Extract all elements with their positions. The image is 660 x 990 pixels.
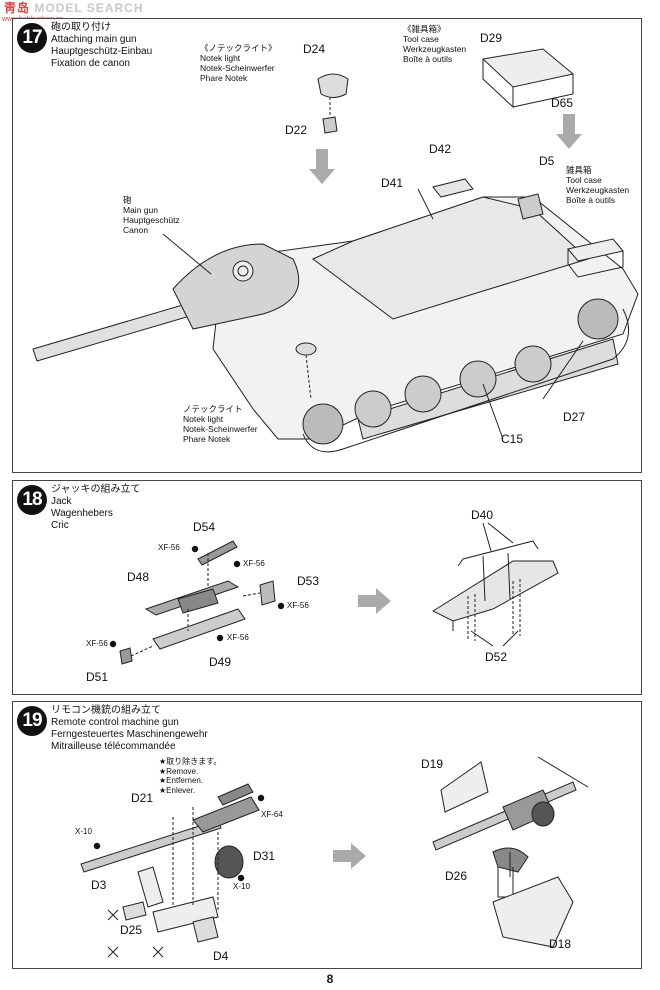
main-gun-label: 砲 Main gun Hauptgeschütz Canon (123, 195, 180, 235)
step-17-title-fr: Fixation de canon (51, 58, 130, 69)
paint-x10-2: X-10 (233, 882, 250, 891)
part-d18: D18 (549, 937, 572, 951)
tool-case-right-label: 雑具箱 Tool case Werkzeugkasten Boîte à out… (566, 165, 630, 205)
part-d65: D65 (551, 96, 574, 110)
part-d41: D41 (381, 176, 404, 190)
part-d54: D54 (193, 520, 216, 534)
paint-xf56-4: XF-56 (227, 633, 249, 642)
part-d31: D31 (253, 849, 276, 863)
part-d51: D51 (86, 670, 109, 684)
watermark-brand-cn: 靑岛 (4, 1, 31, 15)
part-d3: D3 (91, 878, 107, 892)
paint-xf56-3: XF-56 (287, 601, 309, 610)
part-d21: D21 (131, 791, 154, 805)
paint-xf56-1: XF-56 (158, 543, 180, 552)
part-d22: D22 (285, 123, 308, 137)
part-d19: D19 (421, 757, 444, 771)
part-d5: D5 (539, 154, 555, 168)
part-d52: D52 (485, 650, 508, 664)
step-17-title-de: Hauptgeschütz-Einbau (51, 46, 153, 57)
step-19-panel: 19 リモコン機銃の組み立て Remote control machine gu… (12, 701, 642, 969)
part-d24: D24 (303, 42, 326, 56)
step-17-title-en: Attaching main gun (51, 34, 137, 45)
step-19-titles: リモコン機銃の組み立て Remote control machine gun F… (51, 705, 208, 752)
remove-notes: ★取り除きます。 ★Remove. ★Entfernen. ★Enlever. (159, 757, 222, 795)
part-d26: D26 (445, 869, 468, 883)
step-18-panel: 18 ジャッキの組み立て Jack Wagenhebers Cric (12, 480, 642, 695)
tool-case-top-label: 《雑具箱》 Tool case Werkzeugkasten Boîte à o… (403, 24, 467, 64)
part-d4: D4 (213, 949, 229, 963)
step-17-panel: 17 砲の取り付け Attaching main gun Hauptgeschü… (12, 18, 642, 473)
part-c15: C15 (501, 432, 524, 446)
step-18-titles: ジャッキの組み立て Jack Wagenhebers Cric (51, 484, 141, 531)
paint-xf64: XF-64 (261, 810, 283, 819)
part-d48: D48 (127, 570, 150, 584)
step-18-number: 18 (17, 485, 47, 515)
part-d27: D27 (563, 410, 586, 424)
notek-light-bottom-label: ノテックライト Notek light Notek-Scheinwerfer P… (183, 404, 258, 444)
part-d25: D25 (120, 923, 143, 937)
step-17-titles: 砲の取り付け Attaching main gun Hauptgeschütz-… (51, 22, 152, 70)
paint-xf56-5: XF-56 (86, 639, 108, 648)
step-19-number: 19 (17, 706, 47, 736)
part-d42: D42 (429, 142, 452, 156)
watermark: 靑岛 MODEL SEARCH (0, 0, 174, 17)
part-d29: D29 (480, 31, 503, 45)
page-number: 8 (326, 972, 334, 986)
paint-x10-1: X-10 (75, 827, 92, 836)
step-17-title-jp: 砲の取り付け (51, 22, 111, 33)
step-18-drawing (109, 522, 559, 665)
part-d40: D40 (471, 508, 494, 522)
notek-light-top-label: 《ノテックライト》 Notek light Notek-Scheinwerfer… (200, 43, 277, 83)
step-17-number: 17 (17, 23, 47, 53)
step-17-drawing (32, 48, 639, 453)
paint-xf56-2: XF-56 (243, 559, 265, 568)
step-19-drawing (80, 756, 589, 958)
part-d53: D53 (297, 574, 320, 588)
watermark-brand-en: MODEL SEARCH (34, 1, 144, 15)
part-d49: D49 (209, 655, 232, 669)
